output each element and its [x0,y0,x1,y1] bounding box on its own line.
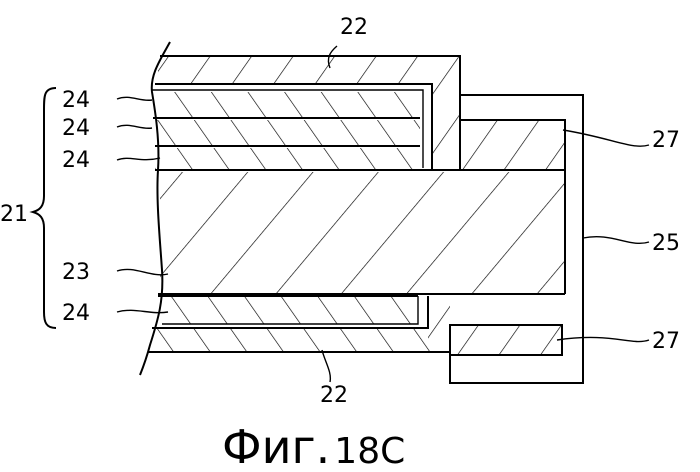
label-24-a: 24 [62,88,90,113]
top-cover-side [432,84,460,170]
label-27-bottom: 27 [652,329,680,354]
top-terminal-block [460,120,565,170]
figure-caption: Фиг.18C [222,420,405,472]
label-22-top: 22 [340,15,368,40]
label-24-d: 24 [62,301,90,326]
label-27-top: 27 [652,128,680,153]
bottom-terminal-block [450,325,562,355]
group-brace [33,88,56,328]
label-24-b: 24 [62,116,90,141]
label-25: 25 [652,231,680,256]
label-23: 23 [62,260,90,285]
core-body [158,170,565,294]
label-22-bottom: 22 [320,383,348,408]
label-24-c: 24 [62,148,90,173]
caption-number: 18C [334,431,405,472]
label-21: 21 [0,202,28,227]
bottom-electrode-layer [158,296,418,324]
caption-word: Фиг. [222,420,330,472]
